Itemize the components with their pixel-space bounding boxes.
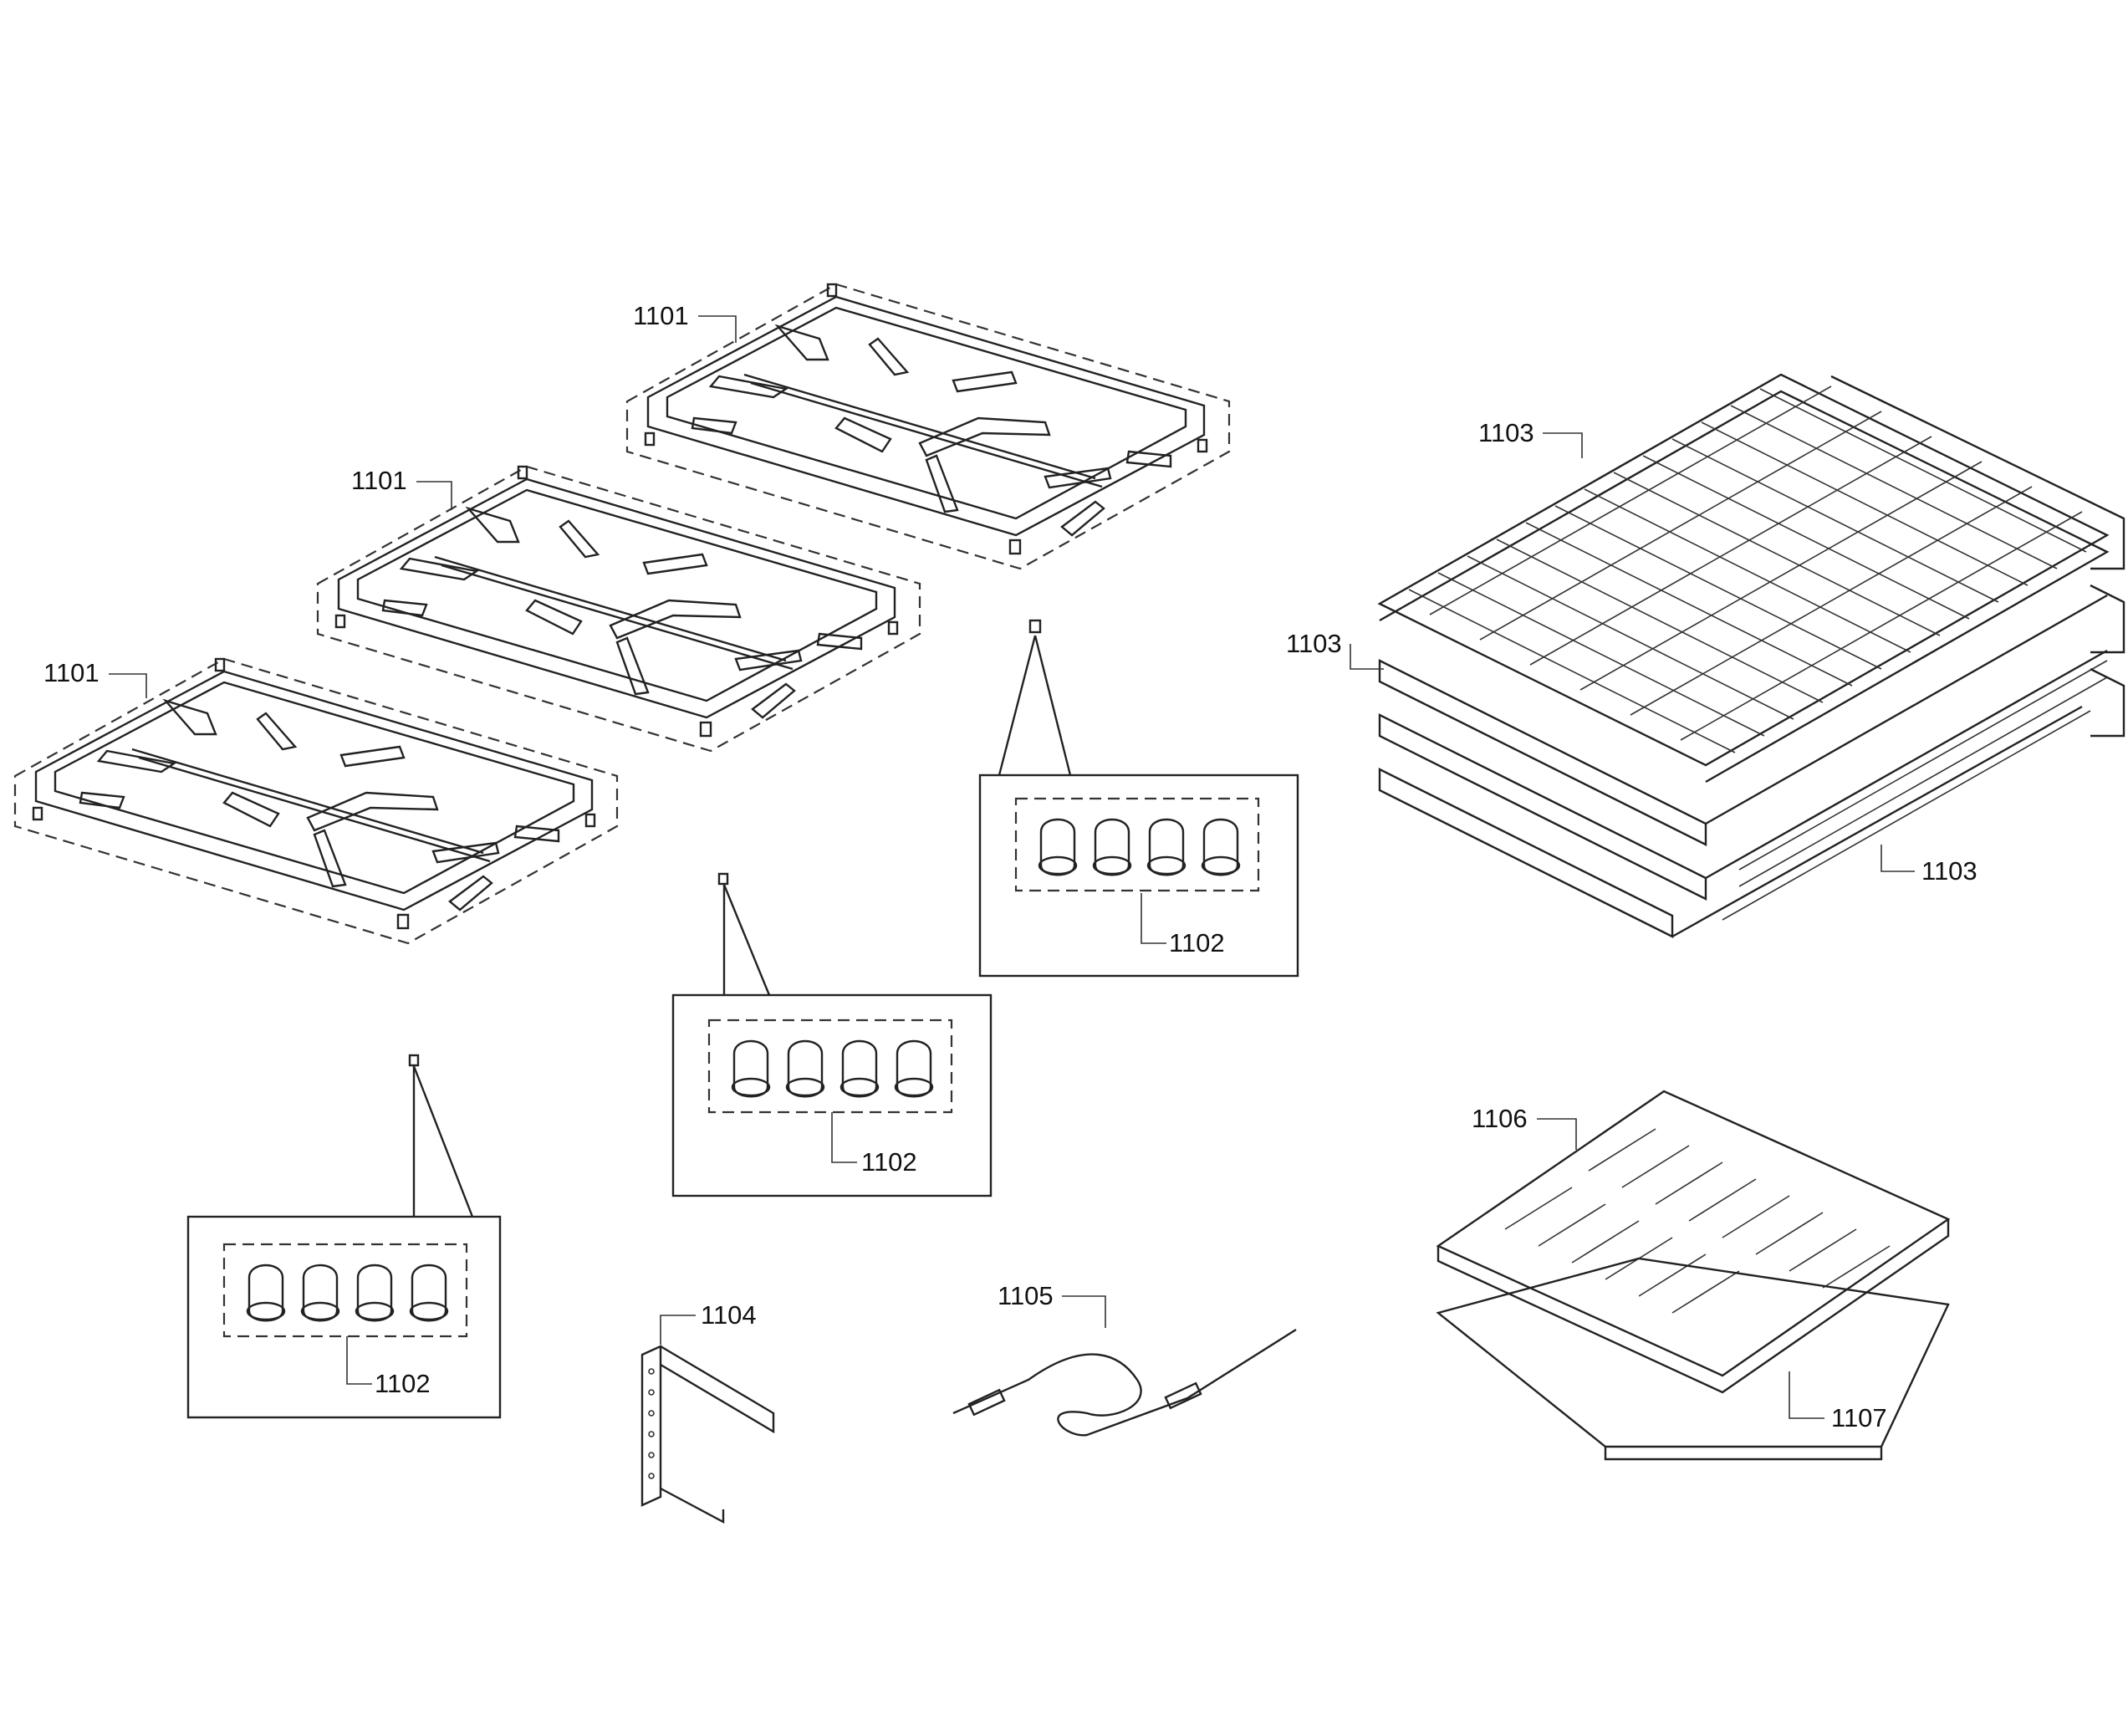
callout-1101-middle: 1101 bbox=[351, 466, 407, 495]
callout-1102-right: 1102 bbox=[1169, 928, 1225, 957]
burner-grate-right bbox=[625, 283, 1231, 570]
feet-set-left bbox=[186, 1054, 502, 1419]
oven-rack-stack bbox=[1377, 373, 2125, 938]
feet-set-middle bbox=[671, 872, 993, 1197]
callout-1105: 1105 bbox=[998, 1281, 1054, 1310]
burner-grate-middle bbox=[316, 465, 921, 753]
callout-1101-left: 1101 bbox=[43, 658, 100, 687]
callout-1101-right: 1101 bbox=[633, 301, 689, 330]
callout-1107: 1107 bbox=[1831, 1403, 1887, 1432]
callout-1104: 1104 bbox=[701, 1300, 757, 1330]
callout-1103-top: 1103 bbox=[1478, 418, 1534, 447]
broil-pan bbox=[1436, 1257, 1950, 1461]
broil-pan-insert bbox=[1436, 1090, 1951, 1394]
burner-grate-left bbox=[13, 657, 619, 945]
callout-1102-left: 1102 bbox=[375, 1369, 431, 1398]
feet-set-right bbox=[978, 619, 1299, 978]
meat-probe bbox=[952, 1328, 1297, 1437]
callout-1102-middle: 1102 bbox=[861, 1147, 917, 1177]
callout-1103-middle: 1103 bbox=[1286, 629, 1342, 658]
bracket bbox=[640, 1345, 775, 1524]
callout-1106: 1106 bbox=[1472, 1104, 1528, 1133]
callout-1103-right: 1103 bbox=[1921, 856, 1977, 886]
